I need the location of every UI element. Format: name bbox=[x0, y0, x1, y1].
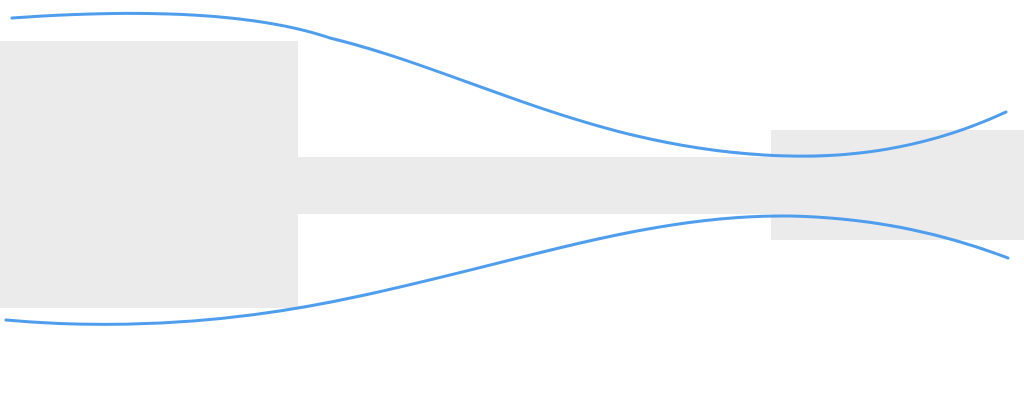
lower-curve bbox=[4, 214, 1010, 326]
block-group bbox=[0, 41, 1024, 308]
upper-curve bbox=[10, 11, 1008, 158]
curve-group bbox=[4, 11, 1010, 326]
left-block bbox=[0, 41, 298, 308]
middle-bar bbox=[298, 157, 771, 214]
